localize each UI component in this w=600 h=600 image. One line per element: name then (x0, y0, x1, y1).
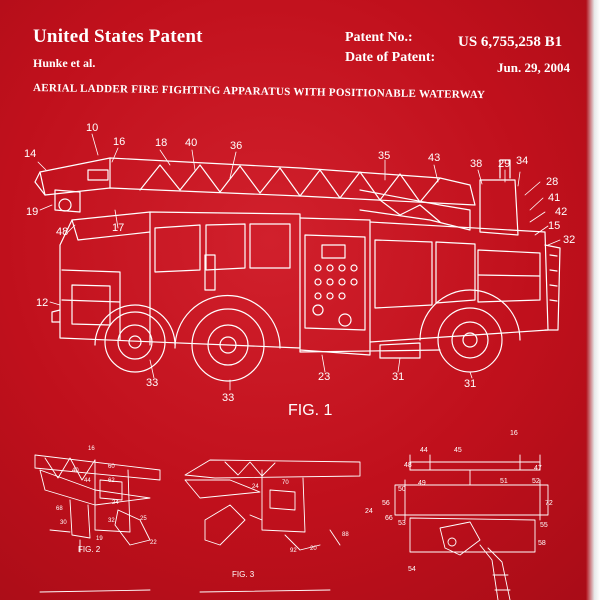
callout-number: 41 (548, 192, 561, 204)
callout-number: 36 (230, 140, 243, 152)
callout-number: 55 (540, 522, 548, 529)
secondary-drawings (34, 454, 549, 600)
callout-number: 24 (252, 484, 259, 490)
callout-number: 66 (385, 515, 393, 522)
callout-number: 14 (24, 148, 37, 160)
fig1-label: FIG. 1 (288, 402, 333, 419)
truck-body (51, 211, 561, 356)
callout-number: 32 (108, 518, 115, 524)
callout-number: 10 (86, 122, 99, 134)
callout-number: 49 (418, 480, 426, 487)
callout-number: 32 (563, 234, 576, 246)
callout-number: 40 (72, 468, 79, 474)
callout-number: 88 (342, 532, 349, 538)
callout-number: 68 (56, 506, 63, 512)
callout-number: 58 (538, 540, 546, 547)
inventor-name: Hunke et al. (33, 56, 96, 70)
fig3-label: FIG. 3 (232, 570, 255, 579)
callout-number: 31 (464, 378, 477, 390)
callout-number: 28 (546, 176, 559, 188)
callout-number: 40 (185, 137, 198, 149)
callout-number: 42 (555, 206, 568, 218)
callout-number: 44 (420, 447, 428, 454)
patent-number-value: US 6,755,258 B1 (458, 34, 563, 50)
callout-number: 16 (88, 446, 95, 452)
callout-number: 60 (108, 464, 115, 470)
callout-number: 70 (282, 480, 289, 486)
callout-number: 72 (545, 500, 553, 507)
patent-date-value: Jun. 29, 2004 (497, 60, 570, 75)
callout-number: 30 (60, 520, 67, 526)
callout-number: 62 (108, 478, 115, 484)
callout-number: 18 (155, 137, 168, 149)
callout-number: 48 (404, 462, 412, 469)
patent-date-label: Date of Patent: (345, 50, 436, 65)
callout-number: 23 (318, 371, 331, 383)
callout-number: 33 (146, 377, 159, 389)
patent-number-label: Patent No.: (345, 30, 413, 45)
callout-number: 33 (222, 392, 235, 404)
callout-leaders (37, 133, 561, 391)
callout-number: 45 (454, 447, 462, 454)
callout-number: 24 (112, 500, 119, 506)
callout-number: 19 (26, 206, 39, 218)
callout-number: 25 (140, 516, 147, 522)
callout-number: 43 (428, 152, 441, 164)
callout-number: 19 (96, 536, 103, 542)
callout-number: 16 (113, 136, 126, 148)
callout-number: 29 (498, 158, 511, 170)
wheels (94, 289, 521, 382)
callout-number: 20 (310, 546, 317, 552)
callout-number: 34 (516, 155, 529, 167)
aerial-ladder (34, 157, 519, 236)
callout-number: 51 (500, 478, 508, 485)
callout-number: 48 (56, 226, 69, 238)
fig2-label: FIG. 2 (78, 545, 101, 554)
callout-number: 35 (378, 150, 391, 162)
poster-edge (586, 0, 600, 600)
callout-number: 47 (534, 465, 542, 472)
patent-header-title: United States Patent (33, 26, 203, 47)
callout-number: 56 (382, 500, 390, 507)
callout-number: 12 (36, 297, 49, 309)
callout-number: 15 (548, 220, 561, 232)
callout-number: 22 (150, 540, 157, 546)
callout-number: 44 (84, 478, 91, 484)
callout-number: 38 (470, 158, 483, 170)
callout-number: 53 (398, 520, 406, 527)
callout-number: 50 (398, 486, 406, 493)
callout-number: 31 (392, 371, 405, 383)
callout-number: 17 (112, 222, 125, 234)
callout-number: 16 (510, 430, 518, 437)
callout-number: 24 (365, 508, 373, 515)
callout-number: 92 (290, 548, 297, 554)
callout-number: 54 (408, 566, 416, 573)
callout-number: 52 (532, 478, 540, 485)
